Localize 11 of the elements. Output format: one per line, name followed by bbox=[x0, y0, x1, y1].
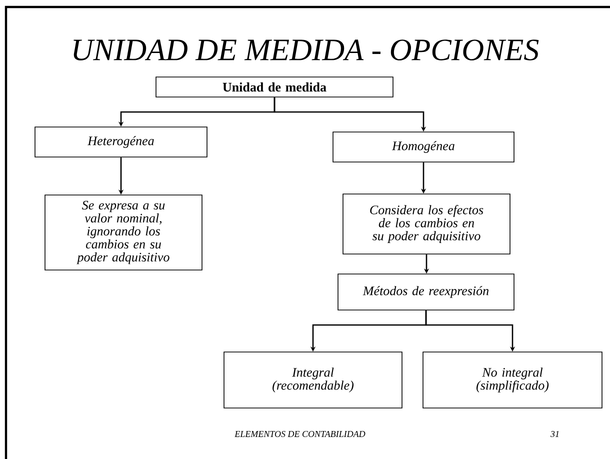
flow-box: Se expresa a su valor nominal, ignorando los cambios en su poder adquisitivo bbox=[44, 194, 202, 270]
flow-box: No integral (simplificado) bbox=[422, 352, 602, 408]
flow-box: Considera los efectos de los cambios en su poder adquisitivo bbox=[342, 194, 510, 254]
page-number: 31 bbox=[550, 430, 559, 438]
title: UNIDAD DE MEDIDA - OPCIONES bbox=[74, 40, 539, 60]
footer-text: ELEMENTOS DE CONTABILIDAD bbox=[234, 430, 366, 438]
flow-box: Homogénea bbox=[332, 132, 514, 162]
flow-box: Métodos de reexpresión bbox=[338, 274, 514, 310]
flow-box: Unidad de medida bbox=[156, 76, 394, 98]
flow-box: Integral (recomendable) bbox=[224, 352, 402, 408]
flow-box: Heterogénea bbox=[34, 126, 208, 158]
